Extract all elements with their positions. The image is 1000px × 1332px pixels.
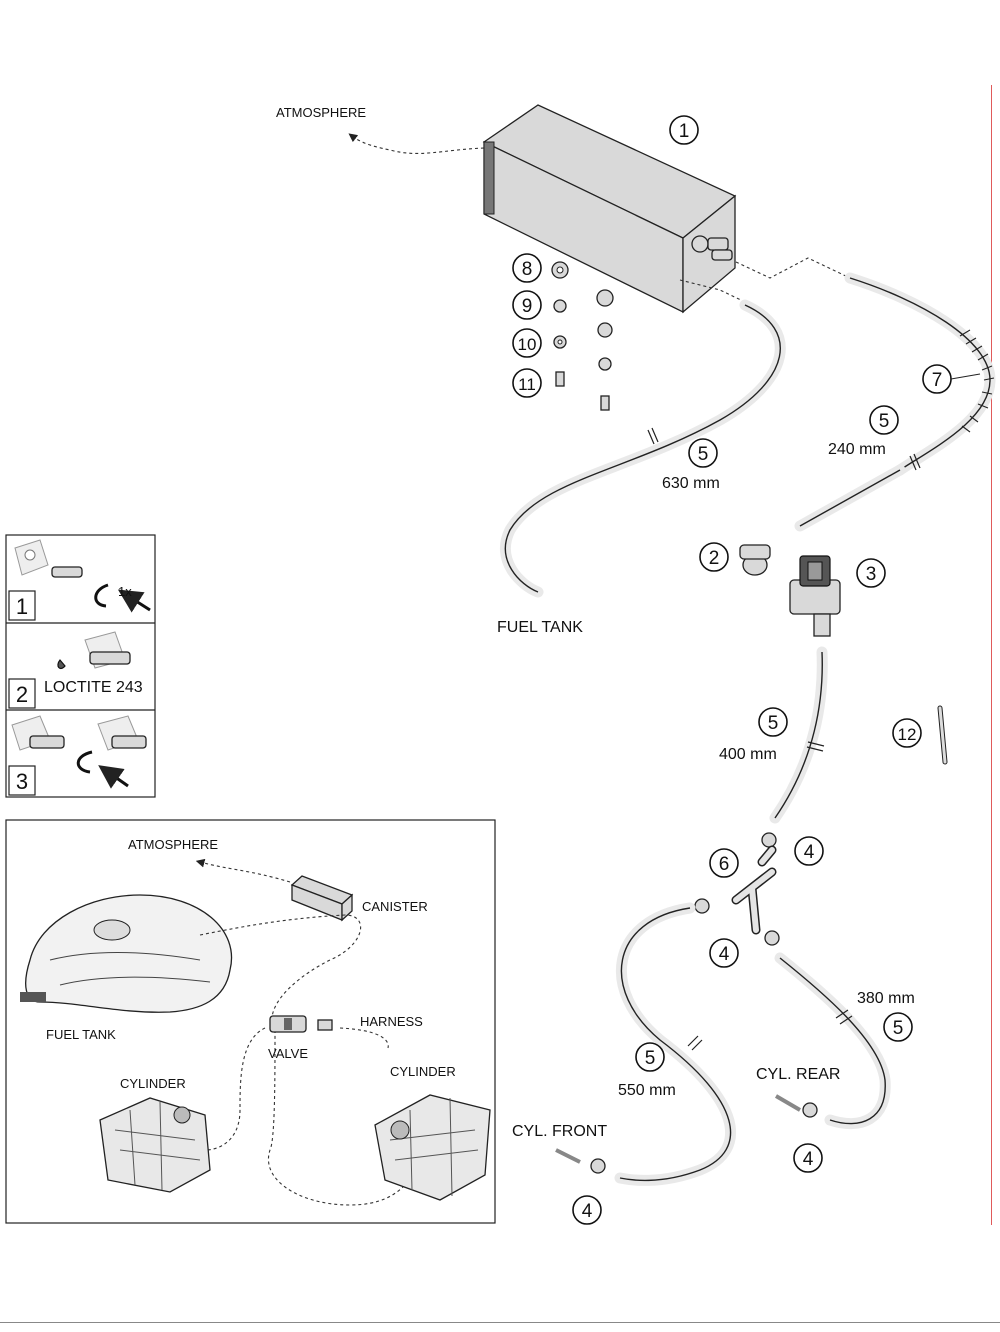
atmosphere-label: ATMOSPHERE (276, 105, 366, 120)
schematic-cylinder-left-label: CYLINDER (120, 1076, 186, 1091)
callout-4-d-number: 4 (582, 1201, 593, 1222)
schematic-valve-label: VALVE (268, 1046, 308, 1061)
step-3-number: 3 (16, 769, 28, 794)
schematic-canister (290, 875, 354, 922)
hose-length-240: 240 mm (828, 441, 886, 458)
step-1-illustration (14, 539, 151, 613)
cyl-front-label: CYL. FRONT (512, 1123, 607, 1140)
callout-4-a (794, 836, 824, 866)
hose-240mm (794, 453, 921, 532)
callout-4-b-number: 4 (719, 944, 730, 965)
schematic-cylinder-right-label: CYLINDER (390, 1064, 456, 1079)
callout-5-a-number: 5 (698, 444, 709, 465)
callout-2-number: 2 (709, 548, 720, 569)
schematic-fuel-tank-label: FUEL TANK (46, 1027, 116, 1042)
schematic-valve (269, 1015, 333, 1033)
step-2-illustration (57, 631, 131, 670)
cyl-rear-label: CYL. REAR (756, 1066, 840, 1083)
callout-4-a-number: 4 (804, 842, 815, 863)
callout-5-a (688, 438, 718, 468)
callout-8 (512, 253, 542, 283)
step-1-annotation: 1x (118, 584, 132, 599)
page-bottom-line (0, 1322, 1000, 1323)
front-nipple-and-clamp (555, 1148, 606, 1174)
fuel-tank-label: FUEL TANK (497, 619, 583, 636)
small-parts-group (551, 261, 614, 411)
callout-7-number: 7 (932, 370, 943, 391)
callout-5-c (758, 707, 788, 737)
callout-3-number: 3 (866, 564, 877, 585)
plug-part (739, 544, 771, 576)
callout-5-d (635, 1042, 665, 1072)
hose-length-550: 550 mm (618, 1082, 676, 1099)
callout-5-b (869, 405, 899, 435)
callout-4-c (793, 1143, 823, 1173)
callout-6 (709, 848, 739, 878)
callout-5-d-number: 5 (645, 1048, 656, 1069)
callout-1 (669, 115, 699, 145)
hose-550mm (614, 902, 737, 1186)
system-schematic-panel: ATMOSPHERE CANISTER FUEL TANK VALVE (5, 819, 496, 1224)
hose-7-corrugated (844, 272, 996, 476)
callout-5-e-number: 5 (893, 1018, 904, 1039)
hose-length-630: 630 mm (662, 475, 720, 492)
callout-12 (892, 718, 922, 748)
schematic-harness-label: HARNESS (360, 1014, 423, 1029)
callout-4-d (572, 1195, 602, 1225)
schematic-cylinder-left (99, 1097, 211, 1193)
callout-2 (699, 542, 729, 572)
callout-4-b (709, 938, 739, 968)
hose-length-380: 380 mm (857, 990, 915, 1007)
callout-10-number: 10 (518, 335, 537, 354)
step-2-loctite: LOCTITE 243 (44, 679, 143, 696)
callout-11 (512, 368, 542, 398)
callout-5-b-number: 5 (879, 411, 890, 432)
rear-nipple-and-clamp (774, 1094, 818, 1118)
callout-1-number: 1 (679, 121, 690, 142)
installation-steps-panel: 1 1x 2 LOCTITE 243 3 (5, 534, 156, 798)
hose-400mm (769, 646, 828, 824)
callout-3 (856, 558, 886, 588)
schematic-fuel-tank (20, 894, 233, 1013)
schematic-canister-label: CANISTER (362, 899, 428, 914)
atmosphere-vent-line (348, 133, 485, 155)
callout-6-number: 6 (719, 854, 730, 875)
schematic-atmosphere-label: ATMOSPHERE (128, 837, 218, 852)
step-1-number: 1 (16, 594, 28, 619)
callout-8-number: 8 (522, 259, 533, 280)
callout-7-leader (950, 373, 981, 380)
canister-tank-dash (679, 279, 746, 303)
hose-630mm (499, 299, 786, 598)
page-edge-line (991, 85, 992, 1225)
schematic-cylinder-right (374, 1094, 491, 1201)
callout-5-c-number: 5 (768, 713, 779, 734)
callout-9-number: 9 (522, 296, 533, 317)
cable-tie-part (937, 705, 948, 765)
canister-outlet-dash (735, 257, 851, 279)
hose-380mm (774, 952, 891, 1130)
canister-part (482, 104, 737, 314)
callout-9 (512, 290, 542, 320)
callout-12-number: 12 (898, 725, 917, 744)
callout-4-c-number: 4 (803, 1149, 814, 1170)
hose-clamps-and-tee (694, 832, 780, 946)
solenoid-valve-part (789, 555, 841, 637)
hose-length-400: 400 mm (719, 746, 777, 763)
step-2-number: 2 (16, 682, 28, 707)
callout-11-number: 11 (518, 375, 536, 394)
callout-10 (512, 328, 542, 358)
callout-5-e (883, 1012, 913, 1042)
step-3-illustration (11, 715, 147, 789)
